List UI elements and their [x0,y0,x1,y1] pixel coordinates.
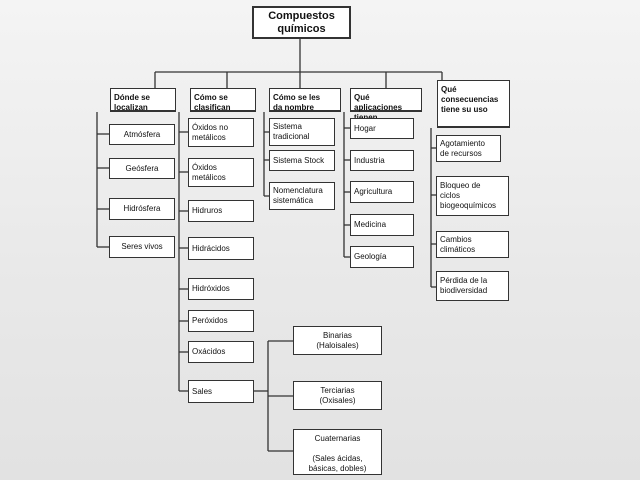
item-cambios-climaticos: Cambios climáticos [436,231,509,258]
item-atmosfera: Atmósfera [109,124,175,145]
item-perdida-de-la-biodiversidad: Pérdida de la biodiversidad [436,271,509,301]
item-oxacidos: Oxácidos [188,341,254,363]
item-oxidos-no-metalicos: Óxidos no metálicos [188,118,254,147]
item-hidruros: Hidruros [188,200,254,222]
item-oxidos-metalicos: Óxidos metálicos [188,158,254,187]
item-sales: Sales [188,380,254,403]
item-hidrosfera: Hidrósfera [109,198,175,220]
item-nomenclatura-sistematica: Nomenclatura sistemática [269,182,335,210]
item-peroxidos: Peróxidos [188,310,254,332]
item-hidroxidos: Hidróxidos [188,278,254,300]
item-medicina: Medicina [350,214,414,236]
header-como-se-les-da-nombre: Cómo se les da nombre [269,88,341,112]
header-como-se-clasifican: Cómo se clasifican [190,88,256,112]
item-agricultura: Agricultura [350,181,414,203]
item-hogar: Hogar [350,118,414,139]
item-bloqueo-de-ciclos: Bloqueo de ciclos biogeoquímicos [436,176,509,216]
item-hidracidos: Hidrácidos [188,237,254,260]
item-agotamiento-de-recursos: Agotamiento de recursos [436,135,501,162]
item-industria: Industria [350,150,414,171]
header-que-aplicaciones-tienen: Qué aplicaciones tienen [350,88,422,122]
item-seres-vivos: Seres vivos [109,236,175,258]
header-donde-se-localizan: Dónde se localizan [110,88,176,112]
item-sales-terciarias: Terciarias (Oxisales) [293,381,382,410]
item-sistema-tradicional: Sistema tradicional [269,118,335,146]
item-geosfera: Geósfera [109,158,175,179]
root-node: Compuestos químicos [252,6,351,39]
header-que-consecuencias: Qué consecuencias tiene su uso [437,80,510,128]
item-sales-binarias: Binarias (Haloisales) [293,326,382,355]
item-sistema-stock: Sistema Stock [269,150,335,171]
item-geologia: Geología [350,246,414,268]
item-sales-cuaternarias: Cuaternarias (Sales ácidas, básicas, dob… [293,429,382,475]
